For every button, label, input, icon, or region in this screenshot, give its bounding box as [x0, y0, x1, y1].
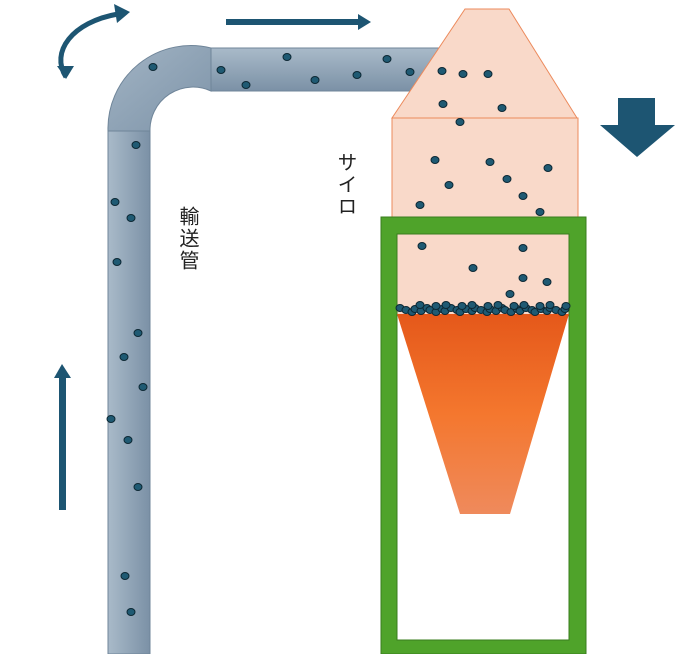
transport-pipe-elbow [107, 45, 212, 132]
pellet-icon [542, 278, 552, 286]
pellet-icon [483, 70, 493, 78]
pellet-icon [120, 572, 130, 580]
pellet-icon [543, 164, 553, 172]
pellet-icon [518, 274, 528, 282]
pellet-icon [282, 53, 292, 61]
pellet-icon [458, 70, 468, 78]
pellet-icon [216, 66, 226, 74]
pellet-icon [505, 290, 515, 298]
pellet-icon [126, 214, 136, 222]
pellet-icon [148, 63, 158, 71]
pellet-icon [444, 181, 454, 189]
silo-hopper [397, 314, 569, 514]
pellet-icon [457, 302, 467, 310]
pellet-icon [119, 353, 129, 361]
pellet-icon [352, 71, 362, 79]
pellet-icon [110, 198, 120, 206]
pellet-icon [382, 55, 392, 63]
pellet-icon [405, 68, 415, 76]
silo-support-frame [380, 216, 587, 654]
pellet-icon [545, 301, 555, 309]
pellet-icon [106, 415, 116, 423]
pellet-icon [126, 608, 136, 616]
pellet-icon [131, 141, 141, 149]
pellet-icon [485, 158, 495, 166]
pellet-icon [241, 81, 251, 89]
pellet-icon [502, 175, 512, 183]
pellet-icon [455, 118, 465, 126]
pellet-icon [561, 302, 571, 310]
pellet-icon [123, 436, 133, 444]
pellet-icon [519, 301, 529, 309]
pellet-icon [438, 100, 448, 108]
pellets [106, 53, 571, 616]
pellet-icon [518, 192, 528, 200]
pellet-icon [497, 104, 507, 112]
pellet-icon [467, 301, 477, 309]
pellet-icon [138, 383, 148, 391]
pellet-icon [430, 156, 440, 164]
pellet-icon [112, 258, 122, 266]
pellet-icon [431, 302, 441, 310]
pellet-icon [509, 302, 519, 310]
pellet-icon [535, 208, 545, 216]
right-arrow-icon [226, 14, 371, 30]
silo-label: サイロ [334, 152, 358, 218]
pellet-icon [518, 244, 528, 252]
pellet-icon [493, 301, 503, 309]
pellet-icon [437, 67, 447, 75]
pellet-icon [415, 301, 425, 309]
down-arrow-icon [600, 98, 675, 157]
pellet-icon [468, 264, 478, 272]
up-arrow-icon [54, 364, 71, 510]
transport-pipe-label: 輸送管 [176, 206, 200, 272]
pellet-icon [310, 76, 320, 84]
pellet-icon [535, 302, 545, 310]
pellet-icon [441, 301, 451, 309]
pellet-icon [415, 201, 425, 209]
pellet-icon [133, 329, 143, 337]
pellet-icon [417, 242, 427, 250]
pellet-icon [483, 302, 493, 310]
pellet-icon [133, 483, 143, 491]
curved-arrow-icon [57, 4, 130, 79]
